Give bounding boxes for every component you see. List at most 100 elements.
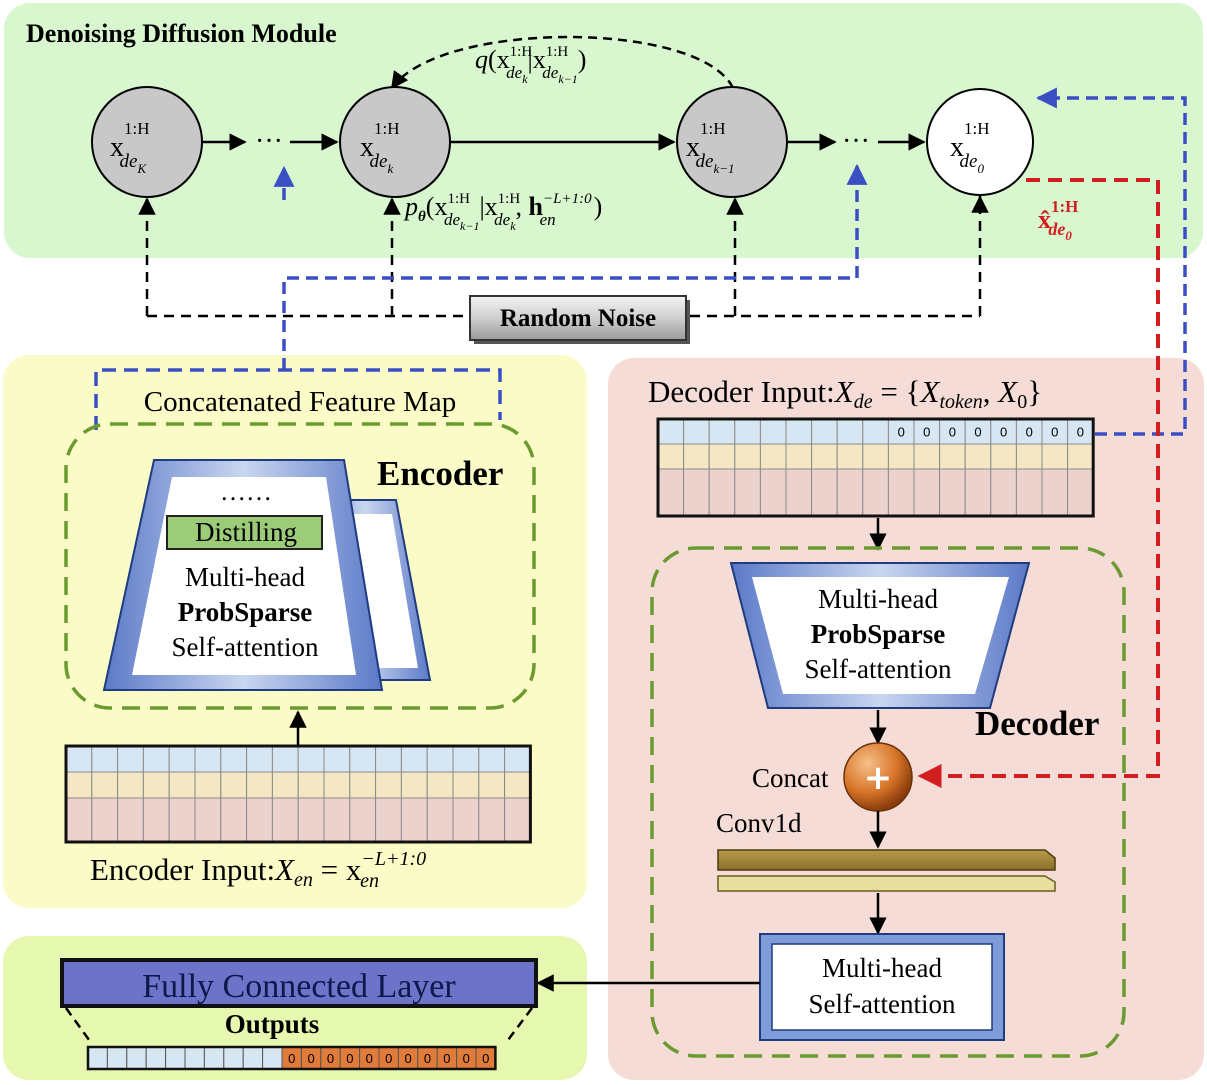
chain-ellipsis-left: ··· [255, 126, 283, 157]
output-cell [203, 1046, 225, 1070]
grid-cell [452, 797, 480, 843]
grid-cell [194, 745, 222, 773]
output-cell [106, 1046, 128, 1070]
grid-frame [64, 744, 532, 844]
grid-cell [1041, 443, 1069, 470]
prediction-path [917, 178, 1160, 788]
grid-cell [734, 468, 761, 517]
encoder-stack-ellipsis: …… [220, 477, 272, 506]
output-zero: 0 [424, 1051, 431, 1066]
grid-cell [708, 443, 736, 470]
grid-cell [887, 443, 915, 470]
random-noise-label: Random Noise [500, 305, 656, 332]
grid-cell [117, 797, 144, 843]
encoder-title: Encoder [377, 454, 503, 493]
decoder-self-attention-line2: Self-attention [809, 989, 956, 1019]
conv1d-label: Conv1d [716, 808, 802, 838]
decoder-dashed-box [650, 546, 1126, 1058]
encoder-input-grid [64, 744, 532, 844]
decoder-title: Decoder [975, 704, 1099, 743]
grid-cell [862, 418, 889, 445]
output-zero: 0 [288, 1051, 295, 1066]
grid-cell [836, 468, 864, 517]
grid-cell [246, 771, 273, 799]
output-zero: 0 [463, 1051, 470, 1066]
grid-cell [504, 771, 531, 799]
output-zero: 0 [404, 1051, 411, 1066]
grid-cell [426, 771, 454, 799]
grid-cell [862, 468, 889, 517]
grid-cell [168, 745, 196, 773]
grid-cell [811, 468, 838, 517]
zero-token: 0 [1026, 425, 1033, 440]
output-zero: 0 [366, 1051, 373, 1066]
grid-cell [504, 797, 531, 843]
decoder-attention-line3: Self-attention [805, 654, 952, 684]
grid-cell [400, 745, 428, 773]
grid-cell [271, 745, 299, 773]
conv1d-block [717, 849, 1056, 892]
output-cell [87, 1046, 108, 1070]
output-cell [242, 1046, 264, 1070]
grid-cell [478, 745, 506, 773]
decoder-input-label: Decoder Input:Xde = {Xtoken, X0} [648, 374, 1042, 413]
grid-cell [400, 797, 428, 843]
grid-cell [375, 771, 402, 799]
decoder-self-attention-line1: Multi-head [822, 953, 942, 983]
grid-cell [375, 797, 402, 843]
output-cell [262, 1046, 283, 1070]
grid-cell [452, 745, 480, 773]
grid-cell [65, 797, 93, 843]
grid-cell [811, 443, 838, 470]
grid-cell [811, 418, 838, 445]
grid-cell [194, 797, 222, 843]
grid-cell [759, 468, 787, 517]
grid-cell [168, 771, 196, 799]
grid-cell [759, 418, 787, 445]
grid-cell [375, 745, 402, 773]
output-zero: 0 [307, 1051, 314, 1066]
grid-cell [785, 418, 813, 445]
grid-cell [887, 468, 915, 517]
grid-cell [91, 771, 119, 799]
grid-cell [1067, 443, 1094, 470]
output-cell [145, 1046, 167, 1070]
grid-cell [426, 745, 454, 773]
diffusion-panel [4, 3, 1203, 258]
grid-cell [964, 443, 992, 470]
grid-cell [297, 771, 325, 799]
encoder-attention-line3: Self-attention [172, 632, 319, 662]
chain-ellipsis-right: ··· [842, 126, 870, 157]
grid-cell [734, 418, 761, 445]
output-cell [223, 1046, 244, 1070]
output-zero: 0 [346, 1051, 353, 1066]
feature-map-label: Concatenated Feature Map [144, 386, 456, 418]
zero-token: 0 [1077, 425, 1084, 440]
diffusion-title: Denoising Diffusion Module [26, 19, 337, 48]
grid-cell [400, 771, 428, 799]
fully-connected-layer [60, 958, 538, 1008]
grid-cell [323, 771, 351, 799]
grid-cell [836, 418, 864, 445]
random-noise-box: Random Noise [469, 295, 690, 344]
grid-cell [785, 468, 813, 517]
grid-cell [1041, 418, 1069, 445]
forward-process-arrow [390, 35, 735, 90]
grid-cell [478, 797, 506, 843]
zero-token: 0 [949, 425, 956, 440]
grid-cell [657, 468, 685, 517]
grid-cell [657, 443, 685, 470]
grid-cell [349, 745, 377, 773]
output-zero: 0 [385, 1051, 392, 1066]
output-zero: 0 [443, 1051, 450, 1066]
grid-cell [323, 745, 351, 773]
grid-cell [246, 797, 273, 843]
grid-cell [759, 443, 787, 470]
grid-cell [708, 468, 736, 517]
plus-icon: + [864, 758, 893, 798]
grid-cell [939, 443, 966, 470]
encoder-dashed-box [64, 422, 536, 710]
